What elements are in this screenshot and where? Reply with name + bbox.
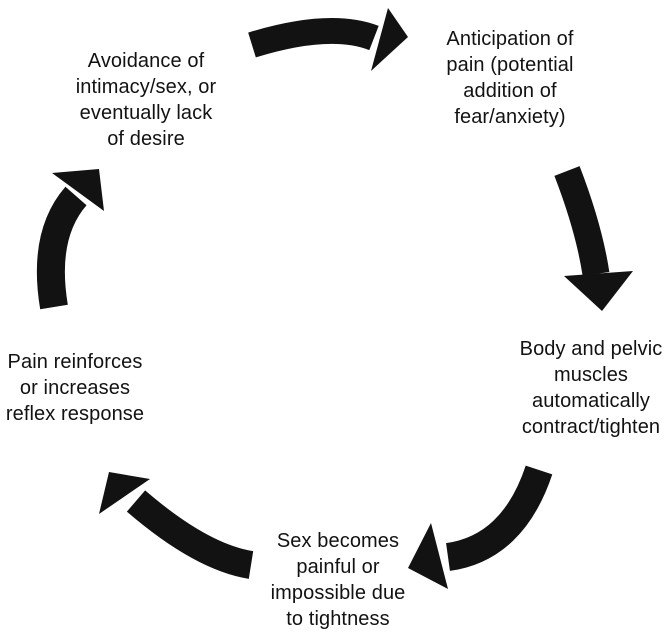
arrow-pain-to-avoidance [36, 169, 104, 310]
arrow-anticipation-to-body [554, 166, 633, 311]
node-muscles-contract: Body and pelvic muscles automatically co… [519, 338, 663, 438]
node-pain-reinforces: Pain reinforces or increases reflex resp… [5, 351, 145, 425]
node-anticipation-of-pain: Anticipation of pain (potential addition… [446, 28, 574, 128]
arrow-avoidance-to-anticipation [248, 8, 408, 71]
node-sex-painful: Sex becomes painful or impossible due to… [270, 530, 406, 630]
node-avoidance-of-intimacy: Avoidance of intimacy/sex, or eventually… [75, 50, 217, 150]
